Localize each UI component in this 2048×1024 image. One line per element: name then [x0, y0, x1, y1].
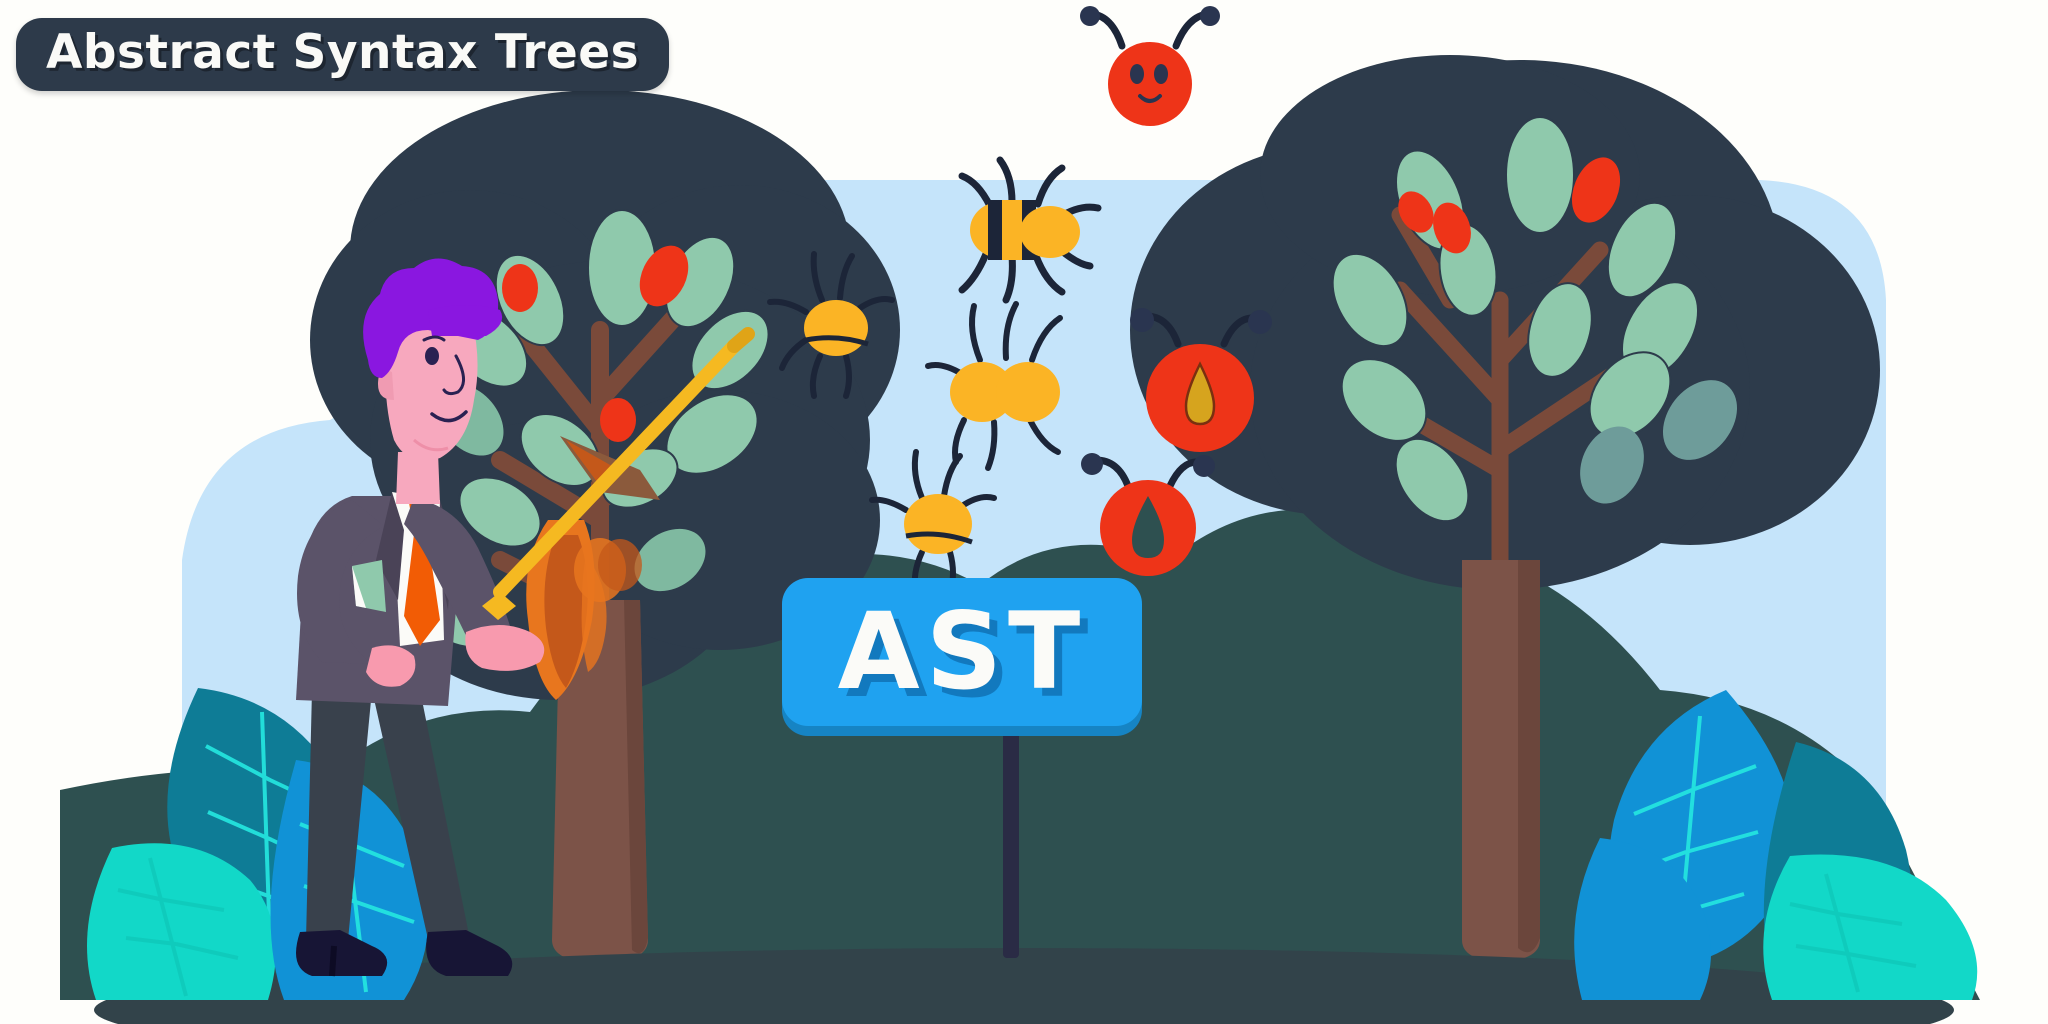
left-tree	[310, 90, 900, 964]
pointer-stick	[482, 327, 755, 620]
bug-red-drop	[1130, 308, 1272, 452]
character-hand-hip	[366, 645, 416, 687]
character-neck	[396, 452, 440, 504]
ast-sign-label: AST	[837, 590, 1087, 713]
left-tree-trunk	[552, 600, 648, 964]
character-hair-sweep	[428, 305, 503, 336]
character-mouth	[430, 410, 468, 423]
character-chin-line	[413, 438, 449, 452]
title-banner: Abstract Syntax Trees	[16, 18, 670, 92]
character-eye	[425, 347, 439, 365]
sign-post	[1003, 718, 1019, 958]
right-tree-fruit	[1398, 157, 1621, 254]
presenter-character	[296, 258, 755, 977]
right-tree-trunk-shade	[1518, 560, 1540, 953]
bug-yellow-low	[869, 449, 997, 595]
right-tree-leaves-muted	[1580, 380, 1738, 504]
ground-shadow	[94, 948, 1954, 1024]
character-hand-pointing	[465, 625, 545, 671]
character-nose	[442, 354, 465, 396]
leaf-blue-right-small	[1574, 838, 1711, 1000]
character-arm-hip	[297, 500, 384, 664]
leaf-cyan-left	[87, 843, 276, 1000]
character-shoe-front	[296, 930, 388, 976]
foliage-right	[1574, 690, 1978, 1000]
bug-ladybug-smiling	[1080, 6, 1220, 126]
character-tie	[404, 492, 440, 646]
leaf-cyan-right	[1763, 854, 1978, 1000]
ast-sign: AST	[782, 578, 1142, 726]
bug-bee-striped	[958, 156, 1102, 304]
bug-yellow-pair	[925, 301, 1063, 471]
character-lapel	[376, 492, 404, 600]
character-arm-pointing	[404, 498, 510, 644]
character-leg-back	[372, 690, 470, 948]
right-tree	[1130, 55, 1880, 962]
left-tree-branches	[491, 291, 719, 709]
character-eyebrow	[422, 335, 446, 342]
character-shoe-back	[426, 930, 513, 976]
bug-yellow-left	[767, 251, 895, 399]
bug-red-low	[1081, 453, 1215, 576]
page-title: Abstract Syntax Trees	[46, 25, 640, 80]
left-tree-fruit	[502, 245, 689, 442]
left-tree-trunk-shade	[624, 600, 648, 954]
character-leg-front	[306, 690, 372, 940]
